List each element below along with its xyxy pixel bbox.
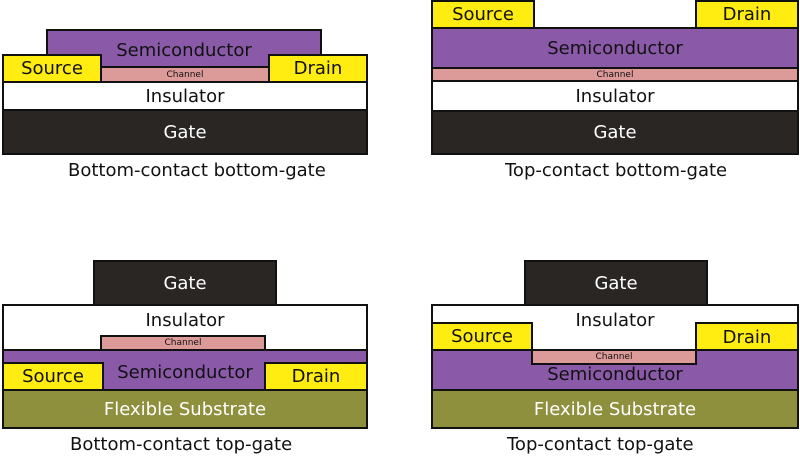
- drain-contact: Drain: [264, 362, 368, 391]
- insulator-layer: Insulator: [2, 81, 368, 111]
- flexible-substrate-layer: Flexible Substrate: [431, 389, 799, 429]
- diagram-caption: Top-contact top-gate: [507, 434, 694, 455]
- diagram-top-contact-bottom-gate: Source Drain Semiconductor Channel Insul…: [0, 0, 800, 190]
- diagram-bottom-contact-bottom-gate: Semiconductor Channel Source Drain Insul…: [0, 0, 400, 190]
- flexible-substrate-layer: Flexible Substrate: [2, 389, 368, 429]
- diagram-bottom-contact-top-gate: Gate Insulator Channel Semiconductor Sou…: [2, 260, 368, 455]
- source-contact: Source: [431, 322, 533, 351]
- gate-layer: Gate: [524, 260, 708, 306]
- drain-contact: Drain: [268, 54, 368, 83]
- gate-layer: Gate: [431, 110, 799, 155]
- diagram-caption: Bottom-contact top-gate: [70, 434, 293, 455]
- channel-layer: Channel: [531, 349, 697, 365]
- drain-contact: Drain: [695, 322, 799, 352]
- diagram-caption: Bottom-contact bottom-gate: [68, 160, 326, 181]
- diagram-caption: Top-contact bottom-gate: [505, 160, 728, 181]
- gate-layer: Gate: [93, 260, 277, 306]
- semiconductor-layer: Semiconductor: [431, 27, 799, 69]
- gate-layer: Gate: [2, 109, 368, 155]
